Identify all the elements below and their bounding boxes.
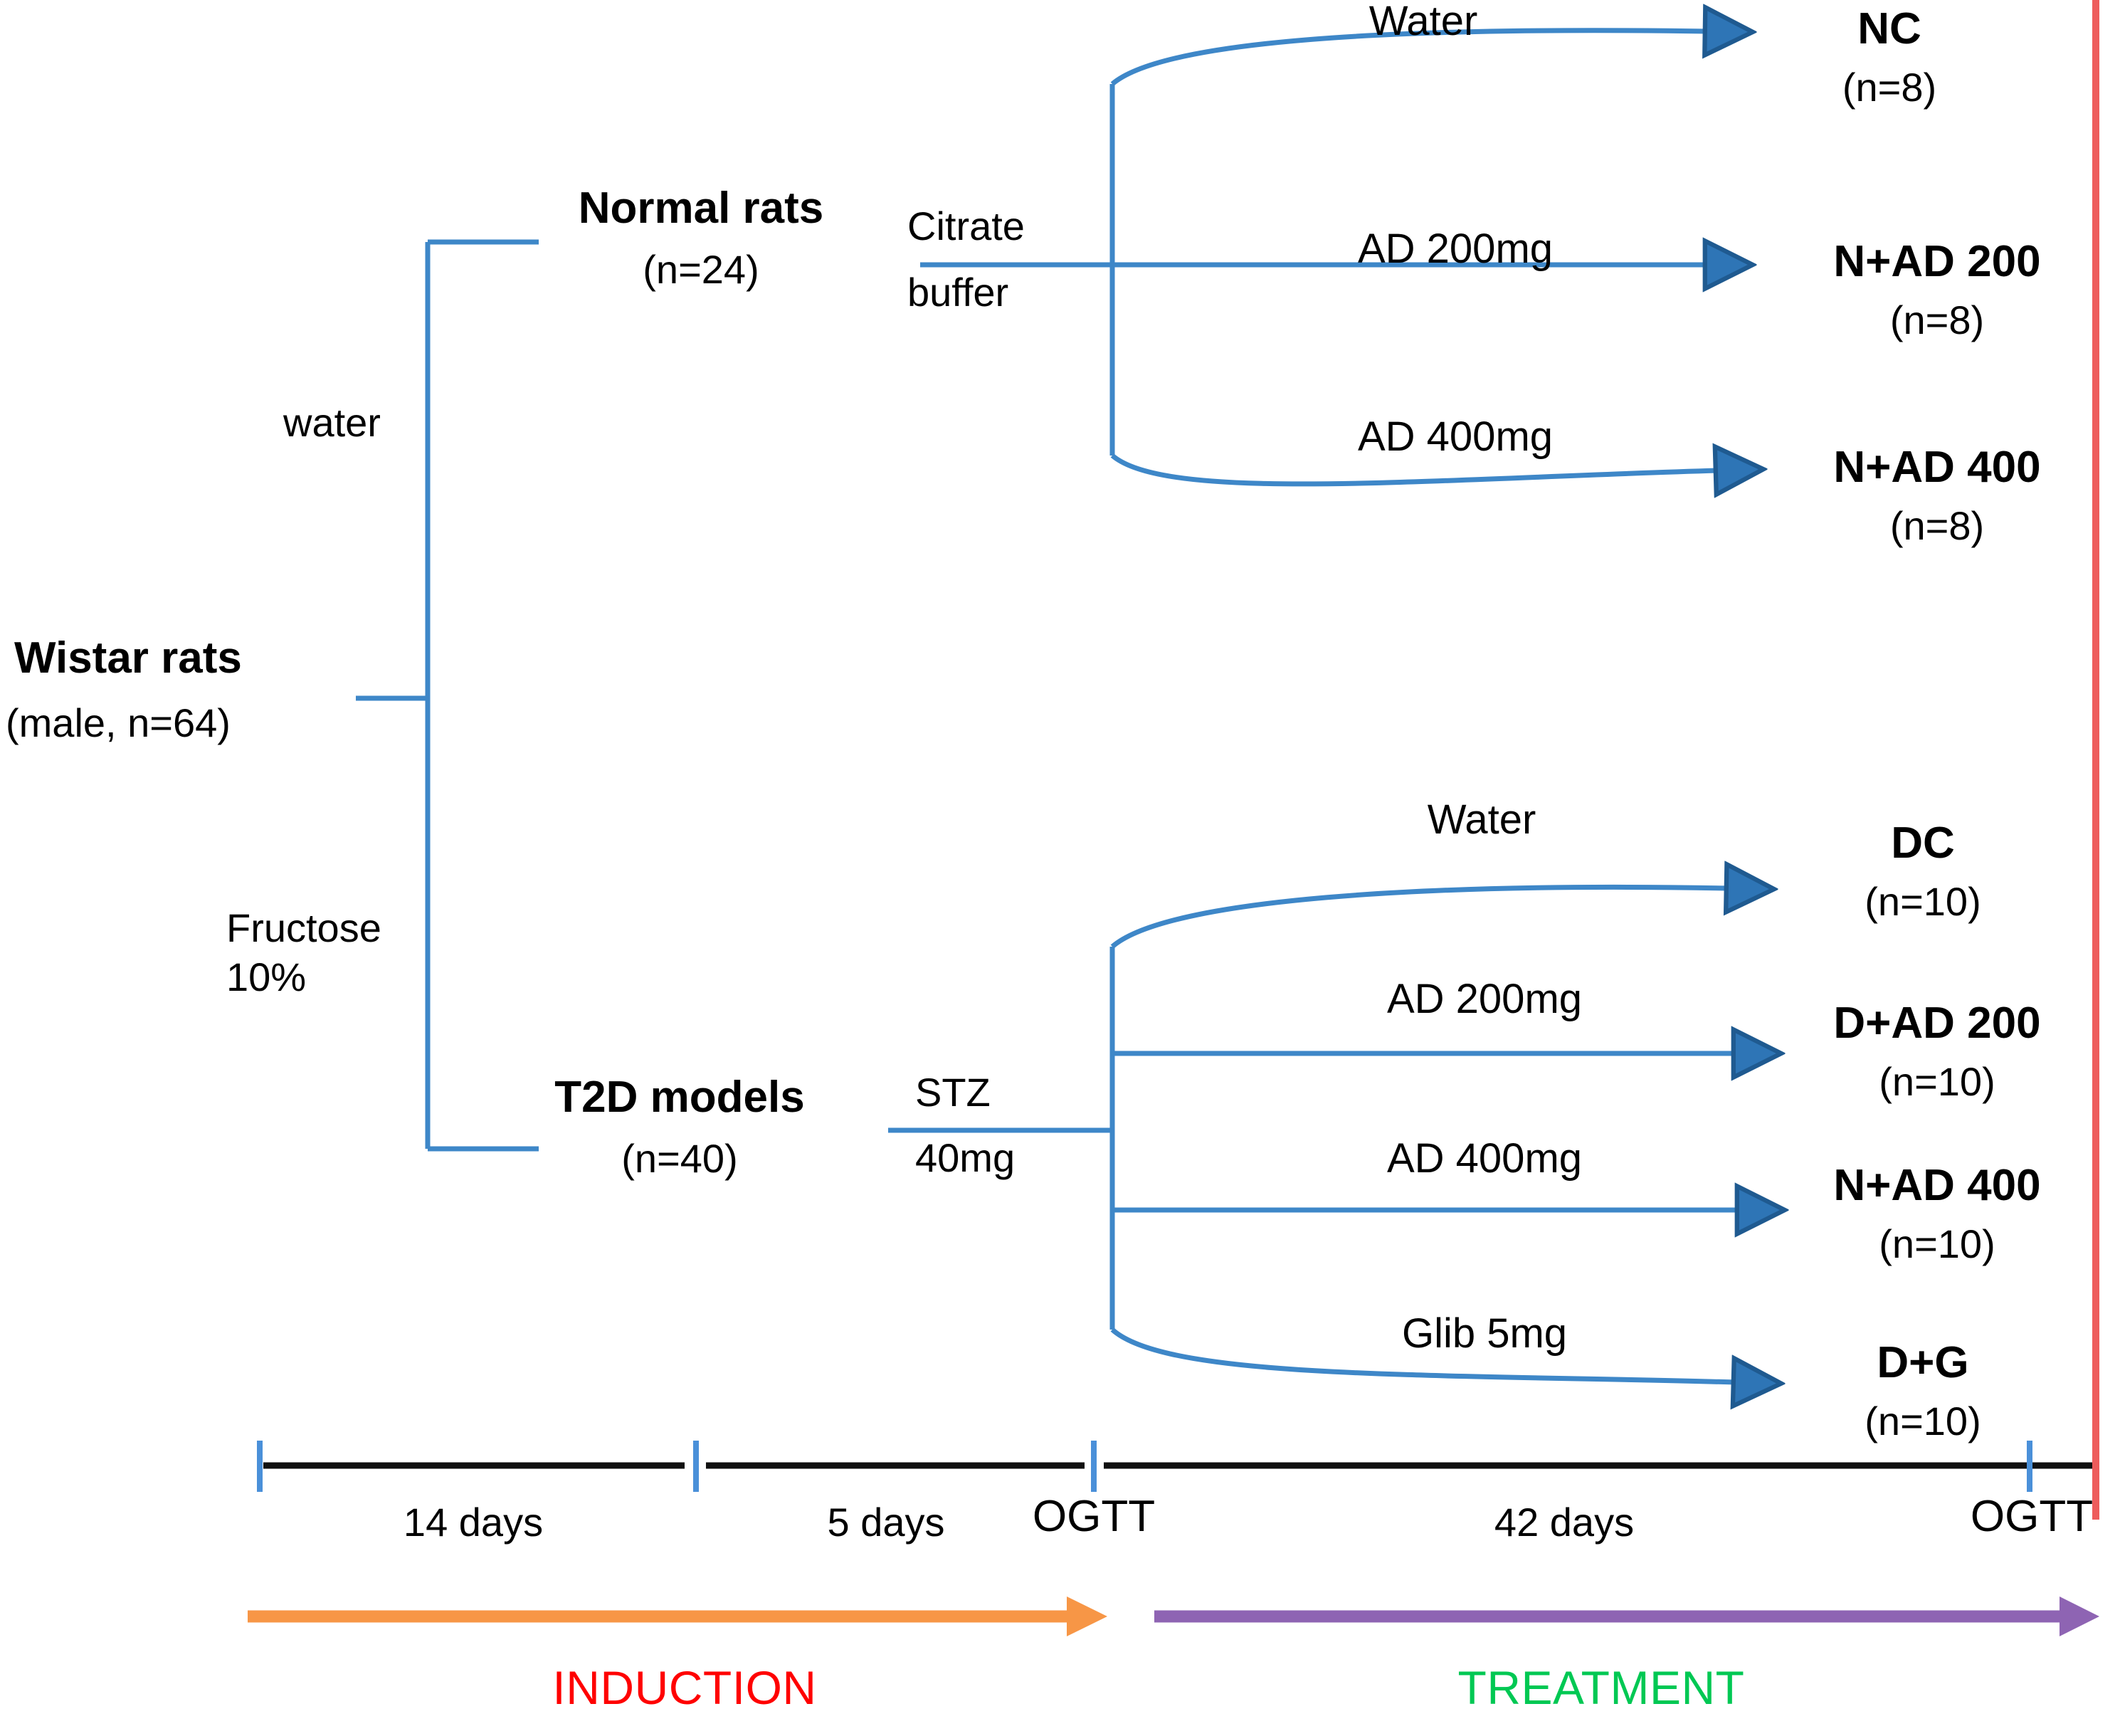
t2d-branches (1109, 887, 1740, 1382)
normal-branches (1109, 31, 1719, 484)
branch-label-t2d-ad200: AD 200mg (1386, 976, 1583, 1022)
branch-label-normal-ad200: AD 200mg (1357, 226, 1554, 272)
branch-label-normal-ad400: AD 400mg (1357, 414, 1554, 460)
outcome-dad200-n: (n=10) (1879, 1059, 1995, 1104)
root-edge-fructose-label-line1: Fructose (226, 905, 381, 950)
outcome-nc-name: NC (1857, 4, 1921, 53)
group-t2d-treatment-edge-line1: STZ (915, 1070, 991, 1115)
timeline-label-14-days: 14 days (403, 1500, 544, 1545)
timeline-marker-ogtt-1: OGTT (1032, 1492, 1156, 1541)
outcome-nad400-n: (n=8) (1889, 503, 1985, 548)
root-edge-water-label: water (283, 400, 381, 445)
outcome-dc-n: (n=10) (1865, 879, 1981, 924)
phase-label-treatment: TREATMENT (1457, 1661, 1745, 1714)
branch-label-t2d-ad400: AD 400mg (1386, 1135, 1583, 1182)
phase-label-induction: INDUCTION (552, 1661, 817, 1714)
study-end-bar (2092, 0, 2099, 1520)
branch-label-normal-water: Water (1368, 0, 1478, 44)
root-bracket (356, 239, 539, 1152)
timeline-axis (257, 1441, 2096, 1492)
outcome-nad200-n: (n=8) (1889, 298, 1985, 342)
root-node-title: Wistar rats (14, 633, 242, 683)
outcome-t2d-nad400-n: (n=10) (1879, 1221, 1995, 1266)
outcome-t2d-nad400-name: N+AD 400 (1833, 1161, 2041, 1210)
group-normal-title: Normal rats (578, 184, 824, 233)
timeline-label-42-days: 42 days (1494, 1500, 1635, 1545)
root-edge-fructose-label-line2: 10% (226, 954, 307, 999)
group-normal-treatment-edge-line2: buffer (907, 270, 1009, 315)
group-t2d-subtitle: (n=40) (621, 1136, 738, 1181)
branch-label-t2d-glib: Glib 5mg (1401, 1310, 1568, 1357)
root-node-subtitle: (male, n=64) (6, 700, 231, 745)
group-t2d-treatment-edge-line2: 40mg (915, 1135, 1016, 1180)
induction-arrow (248, 1596, 1107, 1636)
branch-label-t2d-water: Water (1427, 796, 1536, 843)
timeline-marker-ogtt-2: OGTT (1970, 1492, 2094, 1541)
group-normal-treatment-edge-line1: Citrate (907, 204, 1025, 248)
outcome-dad200-name: D+AD 200 (1833, 999, 2041, 1048)
outcome-dc-name: DC (1891, 819, 1955, 868)
outcome-dg-n: (n=10) (1865, 1399, 1981, 1443)
timeline-label-5-days: 5 days (827, 1500, 945, 1545)
outcome-nad400-name: N+AD 400 (1833, 443, 2041, 492)
treatment-arrow (1154, 1596, 2099, 1636)
group-normal-subtitle: (n=24) (643, 247, 759, 292)
outcome-dg-name: D+G (1877, 1338, 1969, 1387)
outcome-nc-n: (n=8) (1842, 65, 1937, 110)
group-t2d-title: T2D models (554, 1073, 805, 1122)
outcome-nad200-name: N+AD 200 (1833, 237, 2041, 286)
